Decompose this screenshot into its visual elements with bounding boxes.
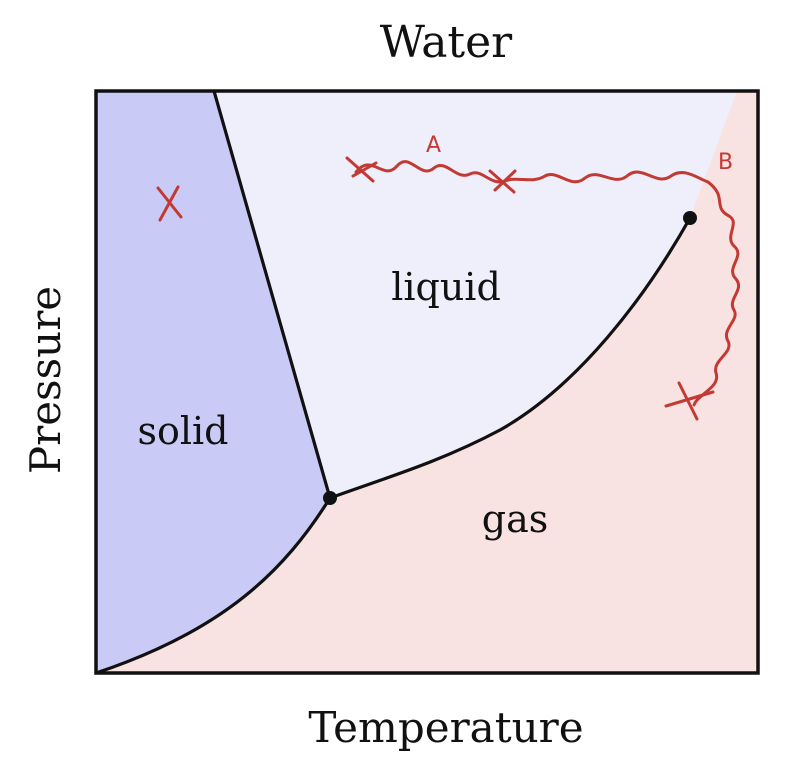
path-b — [664, 180, 740, 421]
triple-point — [323, 491, 337, 505]
x-axis-label: Temperature — [308, 703, 583, 752]
solid-label: solid — [137, 409, 228, 453]
solid-gas-boundary — [95, 497, 332, 675]
gas-label: gas — [482, 497, 548, 541]
liquid-label: liquid — [391, 265, 501, 309]
critical-point — [683, 211, 697, 225]
y-axis-label: Pressure — [21, 286, 70, 474]
solid-liquid-boundary — [212, 90, 332, 499]
solid-region — [96, 91, 330, 673]
plot-frame — [94, 89, 760, 675]
path-a-label: A — [426, 133, 441, 158]
solid-cross-mark — [156, 185, 183, 222]
path-a — [345, 156, 710, 194]
liquid-region — [214, 91, 737, 498]
diagram-title: Water — [380, 17, 513, 68]
plot-area — [94, 89, 760, 675]
handwritten-annotations — [156, 156, 740, 421]
liquid-gas-boundary — [329, 217, 692, 500]
path-b-label: B — [718, 150, 733, 175]
